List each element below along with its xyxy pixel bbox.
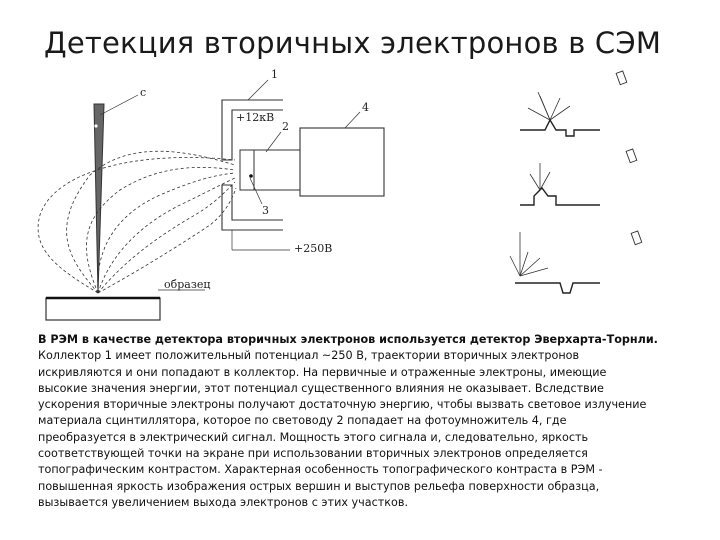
label-2: 2 [282, 120, 289, 133]
text-line-9: топографическим контрастом. Характерная … [38, 463, 603, 477]
text-line-8: соответствующей точки на экране при испо… [38, 447, 588, 461]
photomultiplier [299, 127, 385, 197]
text-line-5: ускорения вторичные электроны получают д… [38, 398, 647, 412]
scintillator-dot [249, 174, 253, 178]
electron-trajectories [37, 150, 237, 294]
text-line-1: В РЭМ в качестве детектора вторичных эле… [38, 333, 658, 346]
beam-dot [94, 124, 98, 128]
text-line-7: преобразуется в электрический сигнал. Мо… [38, 430, 589, 444]
label-sample: образец [164, 278, 210, 291]
detector-diagram: с 1 +12кВ 2 4 3 +250В образец [37, 68, 643, 321]
detector-glyphs [615, 70, 643, 246]
text-line-11: вызывается увеличением выхода электронов… [38, 495, 409, 509]
electron-beam [93, 103, 105, 294]
leader-lines [99, 79, 361, 291]
text-line-10: повышенная яркость изображения острых ве… [38, 479, 600, 493]
text-line-6: материала сцинтиллятора, которое по свет… [38, 414, 567, 428]
label-12kv: +12кВ [236, 111, 274, 124]
text-line-2: Коллектор 1 имеет положительный потенциа… [38, 349, 580, 363]
label-1: 1 [271, 68, 278, 81]
scintillator [239, 149, 255, 191]
topography-panel-3 [509, 232, 600, 294]
topography-panel-1 [520, 91, 600, 137]
description: В РЭМ в качестве детектора вторичных эле… [38, 332, 714, 511]
page-title: Детекция вторичных электронов в СЭМ [44, 26, 662, 60]
text-line-3: искривляются и они попадают в коллектор.… [38, 365, 607, 379]
label-3: 3 [262, 204, 269, 217]
label-250v: +250В [294, 242, 332, 255]
text-line-4: высокие значения энергии, этот потенциал… [38, 381, 604, 395]
label-c: с [140, 86, 146, 99]
sample-block [45, 297, 161, 321]
label-4: 4 [362, 101, 369, 114]
topography-panel-2 [520, 163, 600, 206]
light-guide [253, 149, 303, 191]
